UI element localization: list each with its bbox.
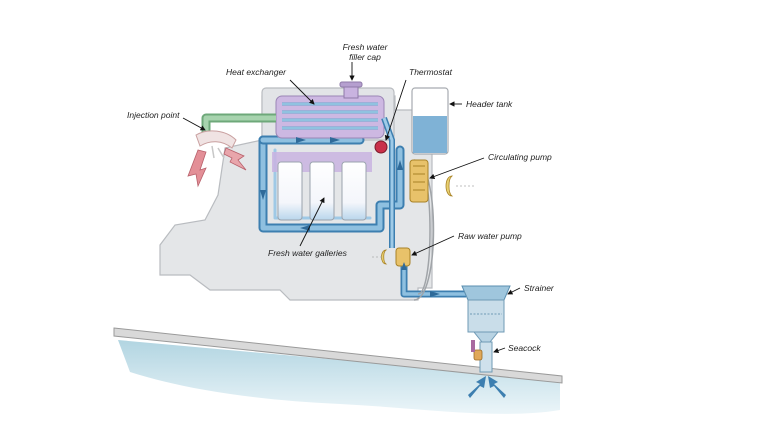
hull-line (113, 327, 563, 384)
circulating-pump (409, 159, 476, 203)
header-tank (411, 87, 449, 155)
exhaust-elbow (187, 130, 247, 188)
label-thermostat: Thermostat (409, 67, 452, 77)
label-heat-exchanger: Heat exchanger (226, 67, 287, 77)
strainer (461, 285, 511, 343)
seacock (471, 340, 493, 373)
intake-arrows (468, 376, 506, 398)
label-fresh-water-filler-cap-line1: Fresh water (342, 42, 388, 52)
flow-arrows (260, 137, 440, 297)
label-fresh-water-filler-cap: Fresh water filler cap (340, 42, 390, 62)
heat-exchanger (275, 95, 385, 139)
label-raw-water-pump: Raw water pump (458, 231, 522, 241)
raw-water-outlet-pipe (201, 113, 276, 132)
label-seacock: Seacock (508, 343, 541, 353)
label-strainer: Strainer (524, 283, 554, 293)
filler-cap (339, 81, 363, 99)
label-fresh-water-galleries: Fresh water galleries (268, 248, 347, 258)
label-fresh-water-filler-cap-line2: filler cap (349, 52, 381, 62)
leader-lines (182, 62, 521, 353)
cylinders (277, 161, 367, 221)
label-header-tank: Header tank (466, 99, 513, 109)
sea-water (118, 340, 560, 414)
label-injection-point: Injection point (127, 110, 180, 120)
label-circulating-pump: Circulating pump (488, 152, 552, 162)
thermostat (374, 140, 388, 154)
fresh-water-circuit (258, 135, 405, 233)
